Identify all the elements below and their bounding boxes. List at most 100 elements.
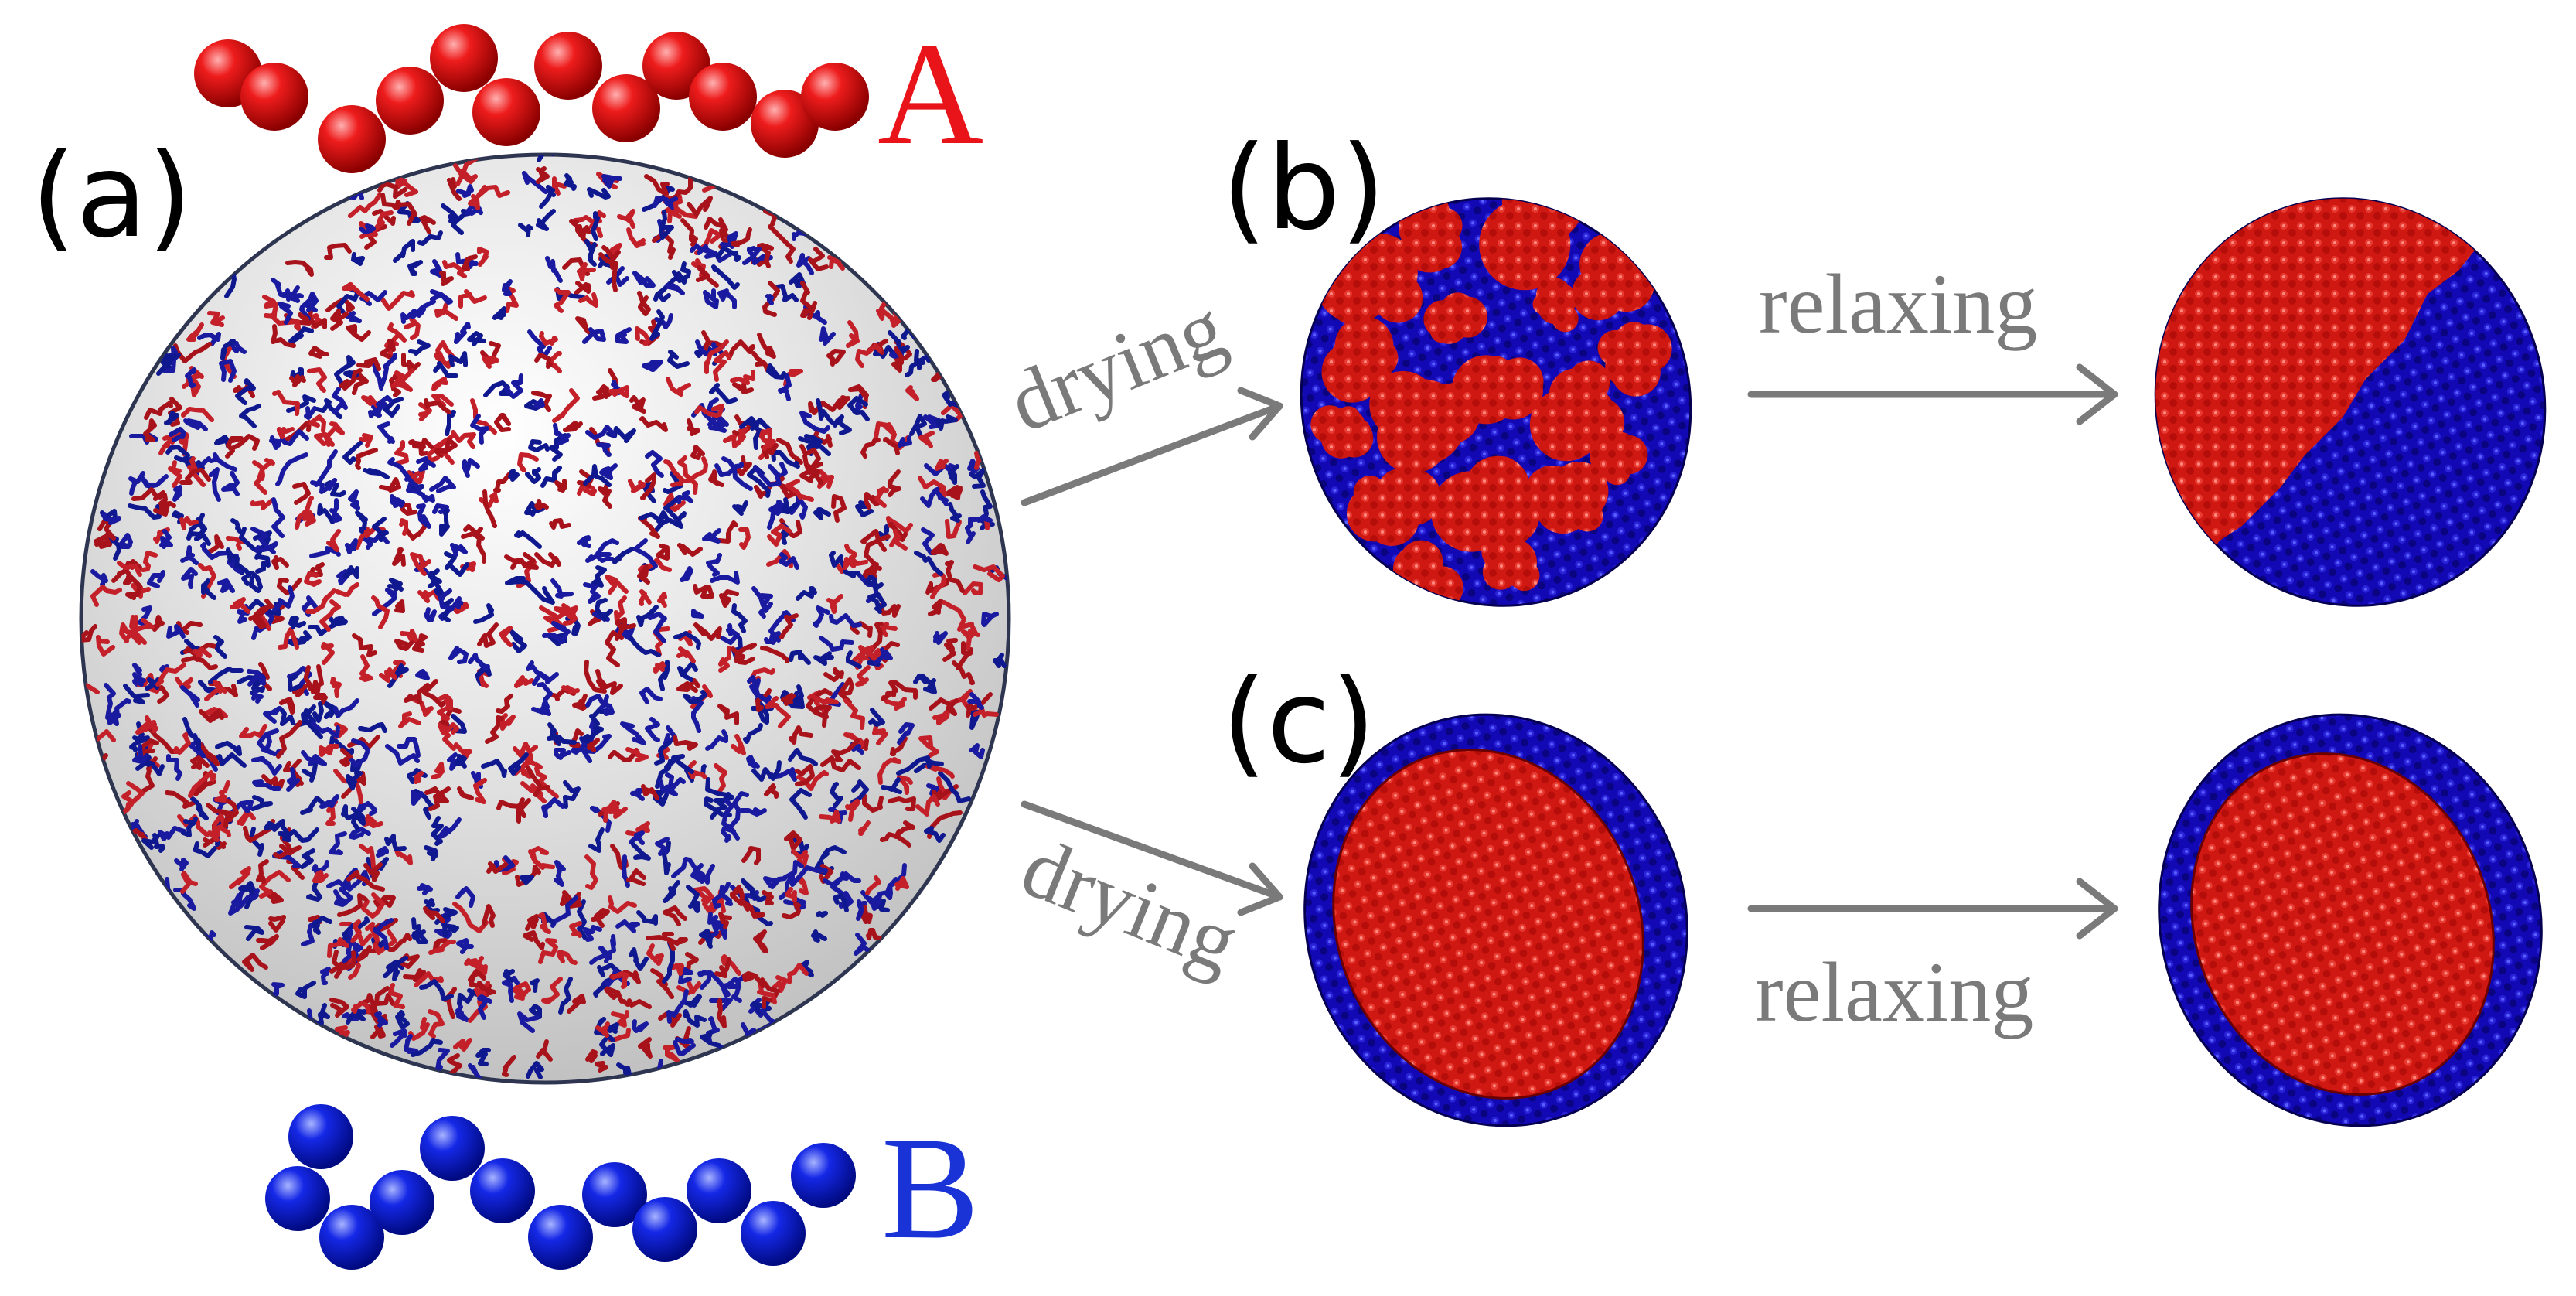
polymer-chain xyxy=(520,875,534,885)
polymer-chain xyxy=(308,414,326,433)
polymer-chain xyxy=(644,174,670,196)
polymer-chain xyxy=(454,322,471,344)
polymer-chain xyxy=(641,784,659,800)
polymer-chain xyxy=(391,660,406,678)
polymer-chain xyxy=(865,875,881,895)
polymer-chain xyxy=(428,1009,445,1039)
polymer-chain xyxy=(659,210,674,240)
polymer-chain xyxy=(200,542,230,560)
droplet xyxy=(79,152,1011,1085)
polymer-chain xyxy=(372,517,389,542)
polymer-chain xyxy=(102,512,121,525)
polymer-chain xyxy=(496,694,513,714)
polymer-chain xyxy=(838,677,854,704)
polymer-chain xyxy=(380,339,396,360)
polymer-chain xyxy=(663,905,687,926)
polymer-chain xyxy=(973,564,1005,582)
polymer-chain xyxy=(855,343,882,368)
polymer-chain xyxy=(862,564,882,584)
polymer-chain xyxy=(531,701,551,716)
polymer-chain xyxy=(363,862,383,882)
polymer-chain xyxy=(909,414,927,438)
polymer-chain xyxy=(414,489,435,503)
polymer-chain xyxy=(742,246,762,265)
polymer-chain xyxy=(585,554,615,563)
polymer-chain xyxy=(757,980,777,1004)
polymer-chain xyxy=(300,848,315,869)
panel-b: (b) relaxing xyxy=(1222,121,2547,619)
polymer-chain xyxy=(219,359,237,383)
polymer-chain xyxy=(329,498,342,523)
polymer-chain xyxy=(211,752,247,768)
polymer-chain xyxy=(924,826,946,843)
polymer-chain xyxy=(741,878,771,902)
polymer-chain xyxy=(942,600,966,632)
polymer-chain xyxy=(665,283,685,295)
polymer-chain xyxy=(762,890,774,905)
polymer-chain xyxy=(680,218,698,247)
polymer-chain xyxy=(666,937,688,951)
red-domain xyxy=(1452,305,1485,338)
polymer-chain xyxy=(414,771,424,784)
polymer-chain xyxy=(866,928,882,940)
polymer-chain xyxy=(819,636,854,652)
polymer-chain xyxy=(716,246,741,262)
panel-label-a: (a) xyxy=(31,129,193,264)
polymer-chain xyxy=(342,1012,359,1021)
polymer-chain xyxy=(918,431,935,448)
polymer-chain xyxy=(325,800,338,826)
polymer-chain xyxy=(90,569,108,587)
polymer-chain xyxy=(796,770,829,791)
bead-b xyxy=(319,1205,384,1270)
polymer-chain xyxy=(718,912,732,929)
polymer-chain xyxy=(811,694,839,704)
polymer-chain xyxy=(119,533,133,549)
polymer-chain xyxy=(856,899,867,921)
polymer-chain xyxy=(152,615,165,632)
polymer-chain xyxy=(276,720,302,759)
polymer-chain xyxy=(252,779,281,791)
polymer-chain xyxy=(920,488,949,508)
polymer-chain xyxy=(81,677,100,694)
polymer-chain xyxy=(881,695,907,711)
polymer-chain xyxy=(860,890,882,911)
polymer-chain xyxy=(374,1011,388,1028)
polymer-chain xyxy=(796,865,828,880)
polymer-chain xyxy=(890,736,908,756)
polymer-chain xyxy=(292,482,311,505)
droplet-polymer-mixture xyxy=(81,155,1009,1083)
polymer-chain xyxy=(306,877,322,902)
polymer-chain xyxy=(448,646,469,664)
polymer-chain xyxy=(272,390,300,416)
polymer-chain xyxy=(653,196,678,210)
polymer-chain xyxy=(729,791,749,828)
polymer-chain xyxy=(392,547,406,567)
polymer-chain xyxy=(237,888,260,909)
polymer-chain xyxy=(572,694,588,711)
polymer-chain xyxy=(708,970,731,998)
polymer-chain xyxy=(159,529,173,549)
polymer-chain xyxy=(188,770,216,798)
polymer-chain xyxy=(657,592,667,608)
polymer-chain xyxy=(428,940,456,955)
polymer-chain xyxy=(431,816,444,846)
polymer-chain xyxy=(877,883,893,900)
polymer-chain xyxy=(591,565,607,588)
polymer-chain xyxy=(285,260,314,277)
polymer-chain xyxy=(608,895,637,914)
polymer-chain xyxy=(147,570,165,588)
polymer-chain xyxy=(439,508,450,537)
polymer-chain xyxy=(499,626,513,647)
polymer-chain xyxy=(373,929,397,955)
polymer-chain xyxy=(915,794,940,817)
polymer-chain xyxy=(932,708,950,725)
polymer-chain xyxy=(403,968,426,982)
polymer-chain xyxy=(860,438,881,459)
polymer-chain xyxy=(676,678,700,693)
polymer-chain xyxy=(731,973,748,1003)
polymer-chain xyxy=(826,594,843,614)
polymer-chain xyxy=(509,981,531,996)
polymer-chain xyxy=(477,981,496,995)
polymer-chain xyxy=(292,684,308,697)
polymer-chain xyxy=(221,471,240,496)
